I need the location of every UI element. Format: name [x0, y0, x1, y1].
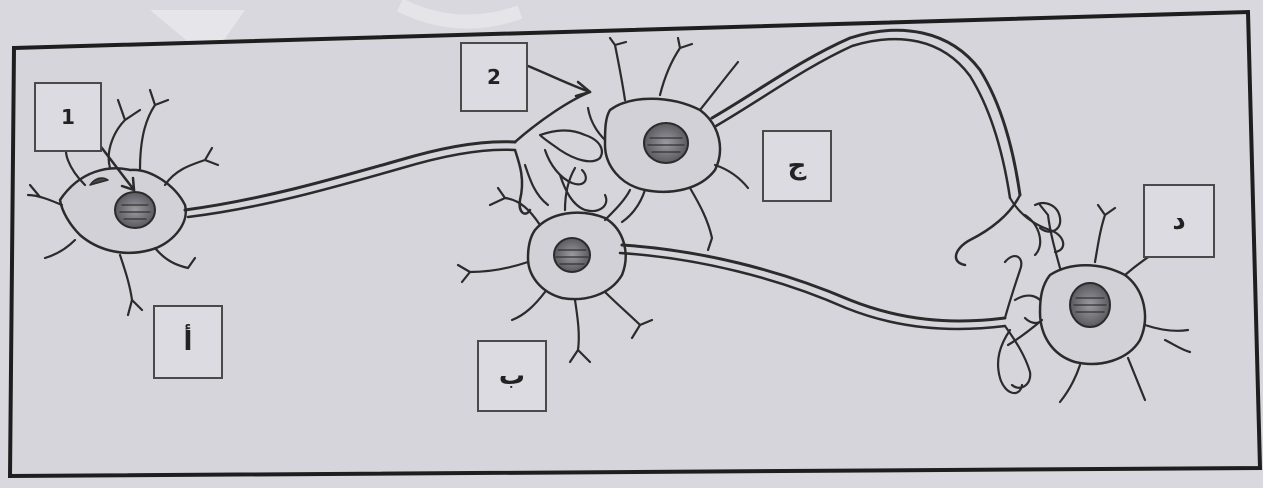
glare-mark: [400, 5, 520, 22]
diagram-frame: [10, 12, 1260, 476]
nucleus-b: [554, 238, 590, 272]
label-jim-text: ج: [788, 151, 807, 181]
label-2-text: 2: [487, 65, 501, 89]
label-dal-text: د: [1172, 206, 1185, 236]
nucleus-c: [644, 123, 688, 163]
label-box-ba: ب: [477, 340, 547, 412]
label-ba-text: ب: [499, 361, 525, 391]
label-1-text: 1: [61, 105, 75, 129]
label-box-2: 2: [460, 42, 528, 112]
label-box-jim: ج: [762, 130, 832, 202]
nucleus-a: [115, 192, 155, 228]
label-box-dal: د: [1143, 184, 1215, 258]
label-box-1: 1: [34, 82, 102, 152]
label-alef-text: أ: [184, 327, 193, 357]
label-box-alef: أ: [153, 305, 223, 379]
